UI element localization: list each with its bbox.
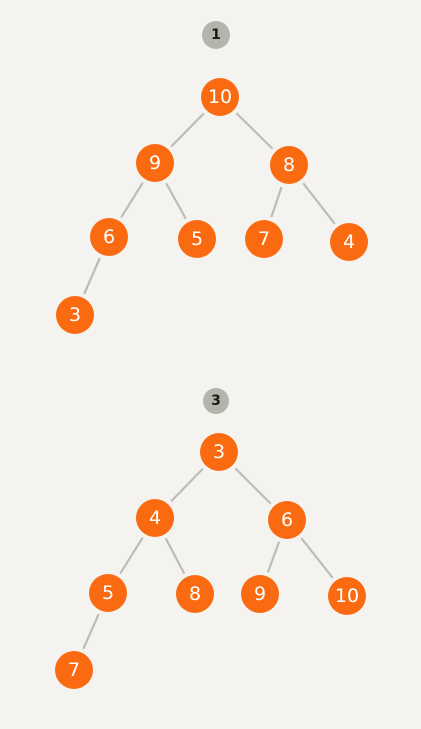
step-badge: 3 [203,388,229,414]
step-badge-circle [203,388,229,414]
node-circle [136,499,174,537]
node-circle [176,575,214,613]
tree-edge [270,186,283,218]
tree-node: 8 [270,146,308,184]
node-label: 5 [191,228,203,250]
tree-edge [165,538,185,574]
node-label: 7 [68,659,80,681]
tree-node: 3 [56,296,94,334]
node-circle [245,220,283,258]
step-badge-label: 1 [211,27,221,43]
node-label: 9 [254,583,266,605]
tree-node: 9 [241,575,279,613]
tree-node: 3 [200,433,238,471]
tree-edge [170,112,205,148]
node-label: 4 [149,507,161,529]
tree-edge [170,468,204,502]
tree-node: 5 [178,220,216,258]
tree-1: 1 10 9 8 6 5 7 4 3 [56,21,368,334]
node-circle [330,223,368,261]
node-circle [201,78,239,116]
tree-edge [119,537,144,574]
node-label: 7 [258,228,270,250]
tree-node: 10 [328,577,366,615]
tree-node: 4 [330,223,368,261]
tree-node: 6 [90,218,128,256]
node-circle [270,146,308,184]
tree-edge [82,613,100,650]
node-label: 10 [335,585,359,607]
tree-edge [120,182,144,218]
node-circle [178,220,216,258]
node-circle [328,577,366,615]
node-label: 10 [208,86,232,108]
node-label: 4 [343,231,355,253]
tree-2: 3 3 4 6 5 8 9 10 7 [55,388,366,689]
node-circle [136,144,174,182]
node-label: 5 [102,582,114,604]
tree-edge [302,182,336,225]
tree-edge [267,541,280,573]
node-label: 6 [103,226,115,248]
tree-node: 8 [176,575,214,613]
tree-edge [300,537,334,579]
step-badge-circle [202,21,230,49]
node-circle [89,574,127,612]
node-circle [56,296,94,334]
node-label: 3 [69,304,81,326]
tree-node: 9 [136,144,174,182]
node-circle [241,575,279,613]
tree-edge [83,257,101,295]
tree-edge [234,467,272,505]
node-label: 8 [283,154,295,176]
node-circle [200,433,238,471]
step-badge-label: 3 [211,393,221,409]
node-label: 6 [281,509,293,531]
step-badge: 1 [202,21,230,49]
node-circle [268,501,306,539]
tree-edge [165,182,187,220]
tree-edge [235,112,274,150]
tree-node: 4 [136,499,174,537]
node-label: 8 [189,583,201,605]
tree-node: 10 [201,78,239,116]
tree-node: 5 [89,574,127,612]
node-circle [90,218,128,256]
node-circle [55,651,93,689]
tree-node: 7 [55,651,93,689]
node-label: 3 [213,441,225,463]
tree-node: 6 [268,501,306,539]
tree-node: 7 [245,220,283,258]
node-label: 9 [149,152,161,174]
